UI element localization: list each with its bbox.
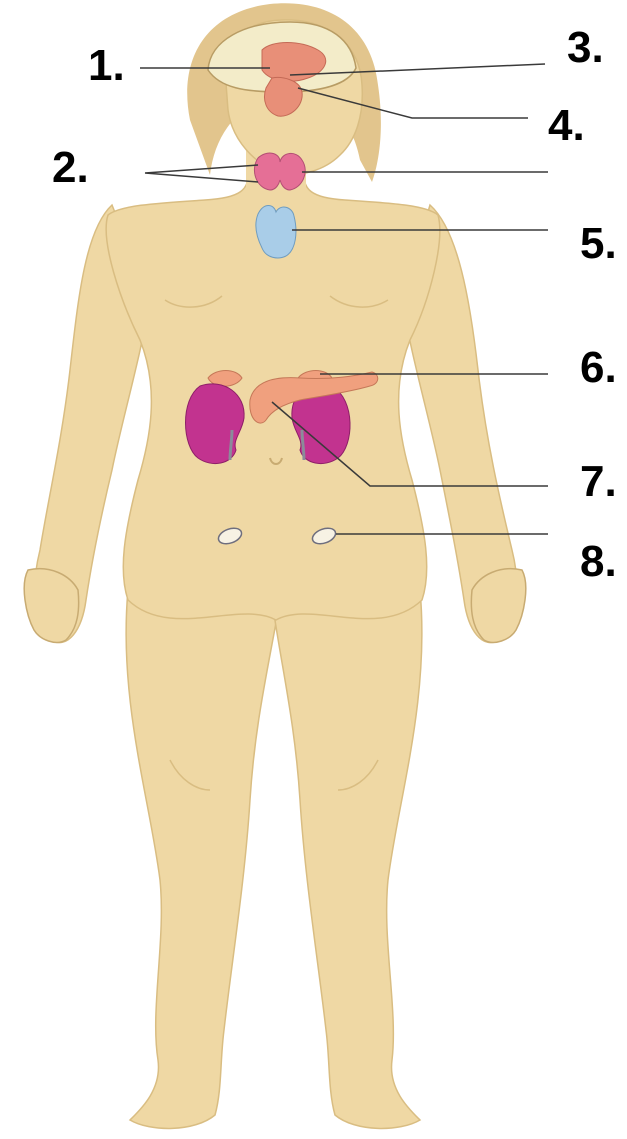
label-2: 2.: [52, 146, 89, 190]
kidney-left: [186, 384, 245, 464]
label-7: 7.: [580, 460, 617, 504]
label-1: 1.: [88, 44, 125, 88]
leader-line-2: [145, 165, 258, 182]
left-leg: [126, 590, 280, 1128]
label-5: 5.: [580, 222, 617, 266]
right-leg: [272, 590, 422, 1128]
label-8: 8.: [580, 540, 617, 584]
left-hand: [24, 569, 78, 643]
right-hand: [471, 569, 525, 643]
label-3: 3.: [567, 26, 604, 70]
label-6: 6.: [580, 346, 617, 390]
label-4: 4.: [548, 104, 585, 148]
